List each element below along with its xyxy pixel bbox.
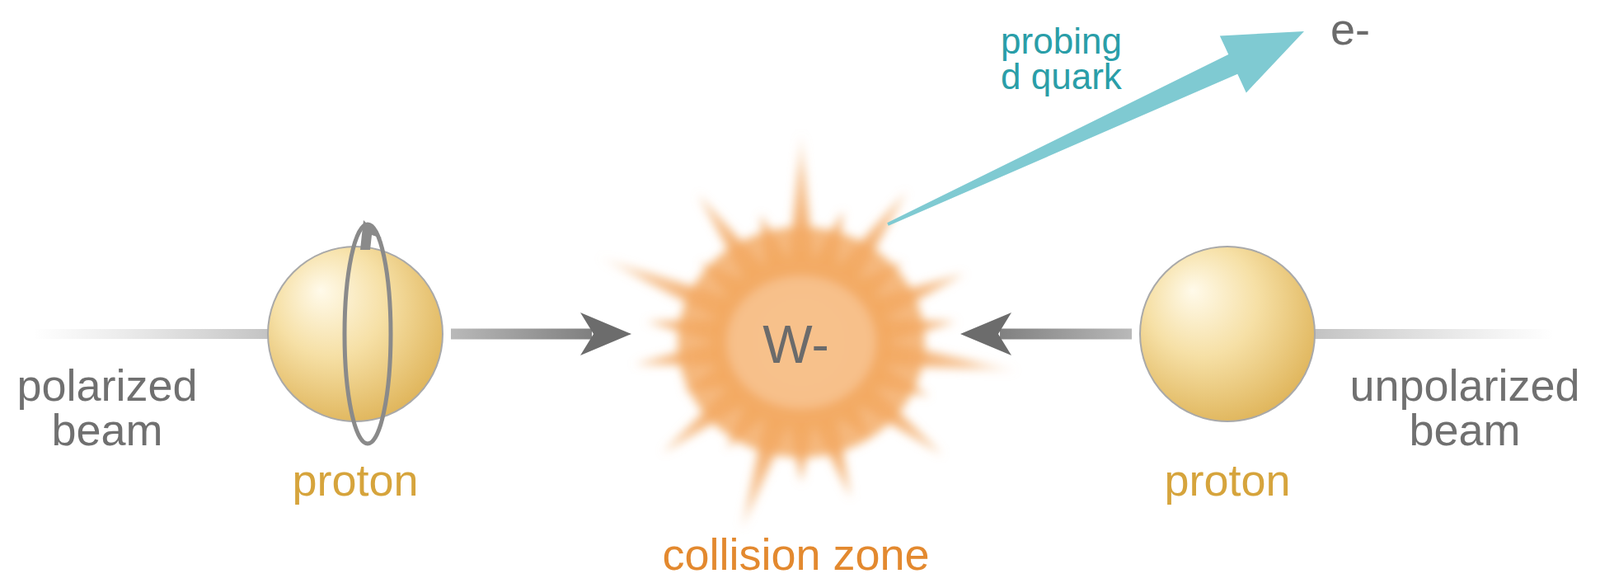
arrow-shaft — [999, 328, 1132, 340]
beam-label: polarized beam — [3, 362, 212, 452]
arrow-shaft — [450, 328, 592, 340]
spin-arrowhead — [360, 220, 382, 250]
particle-name: proton — [1131, 457, 1324, 503]
beam-arrow — [960, 312, 1132, 356]
particle-name: proton — [259, 457, 451, 503]
proton-node: proton — [259, 244, 451, 503]
collision-node: W-collision zone — [631, 247, 961, 577]
beam-arrow — [450, 312, 632, 356]
proton-sphere — [1138, 244, 1317, 423]
particle-label: e- — [1317, 6, 1384, 52]
spin-arrow — [344, 224, 391, 444]
probe-label: probing d quark — [993, 23, 1130, 94]
arrowhead — [580, 312, 632, 356]
proton-node: proton — [1131, 244, 1324, 503]
arrowhead — [960, 312, 1012, 356]
beam-line — [1314, 328, 1554, 339]
boson-label: W- — [631, 318, 961, 371]
proton-sphere — [266, 244, 445, 423]
sphere-body — [1140, 246, 1315, 422]
sphere-body — [267, 246, 443, 422]
beam-label: unpolarized beam — [1341, 362, 1589, 452]
zone-label: collision zone — [631, 531, 961, 577]
beam-line — [32, 328, 273, 339]
